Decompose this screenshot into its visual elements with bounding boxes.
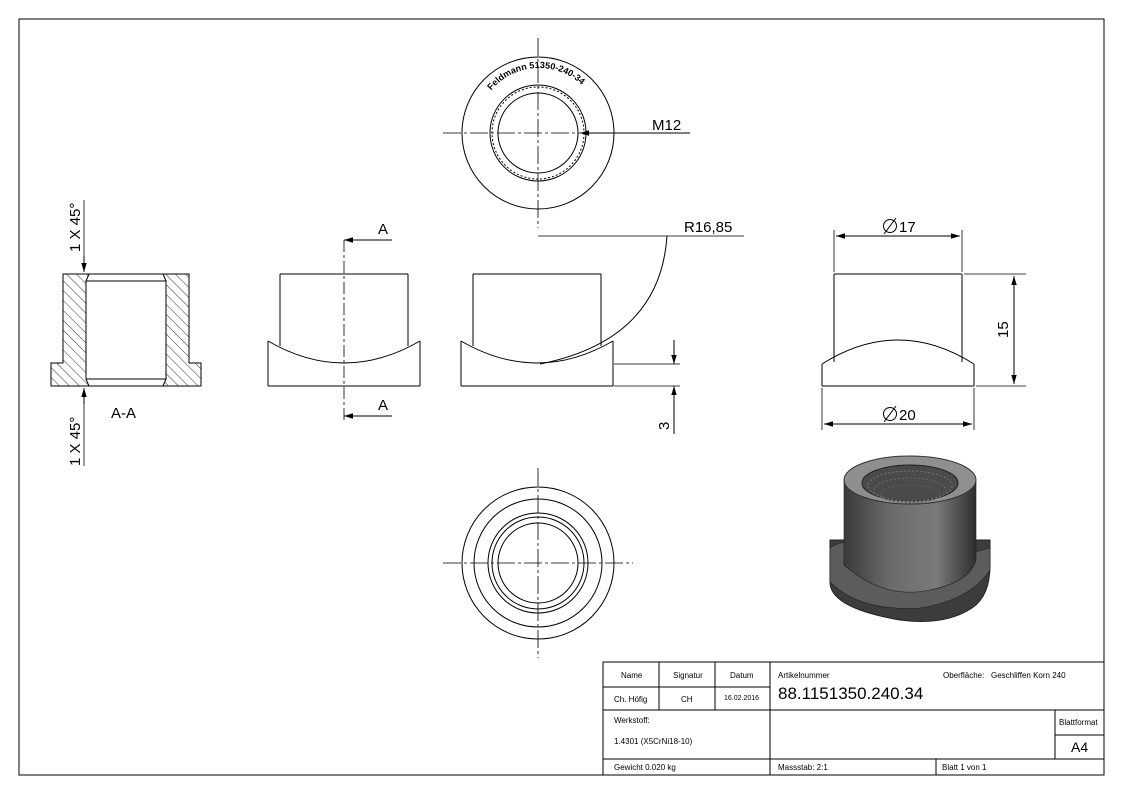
section-marker-top: A [378,221,388,238]
name-value: Ch. Höfig [614,695,648,704]
step-label: 3 [656,422,673,430]
chamfer-bottom-label: 1 X 45° [67,417,84,466]
name-header: Name [621,671,643,680]
section-label: A-A [111,405,136,422]
material-value: 1.4301 (X5CrNi18-10) [614,737,693,746]
article-label: Artikelnummer [778,671,830,680]
sheet-border [18,18,1105,776]
date-header: Datum [730,671,754,680]
thread-label: M12 [652,117,681,134]
side-view [460,235,744,434]
title-block [602,661,1105,776]
date-value: 16.02.2016 [724,695,760,702]
scale-value: Massstab: 2:1 [778,763,828,772]
section-view [50,200,202,466]
weight-value: Gewicht 0.020 kg [614,763,676,772]
article-value: 88.1151350.240.34 [778,684,924,703]
material-label: Werkstoff: [614,716,650,725]
surface-value: Geschliffen Korn 240 [991,671,1066,680]
signature-value: CH [681,695,693,704]
bottom-view [443,468,633,658]
isometric-render [829,455,991,622]
sheet-value: Blatt 1 von 1 [942,763,987,772]
diameter-bottom-label: 20 [899,407,916,424]
radius-label: R16,85 [684,219,732,236]
format-label: Blattformat [1059,718,1098,727]
top-view [443,38,690,228]
front-view [267,237,421,422]
format-value: A4 [1071,739,1089,755]
height-label: 15 [995,321,1012,338]
diameter-top-label: 17 [899,219,916,236]
section-marker-bottom: A [378,397,388,414]
surface-label: Oberfläche: [943,671,985,680]
chamfer-top-label: 1 X 45° [67,203,84,252]
right-view [821,217,1026,430]
signature-header: Signatur [673,671,703,680]
